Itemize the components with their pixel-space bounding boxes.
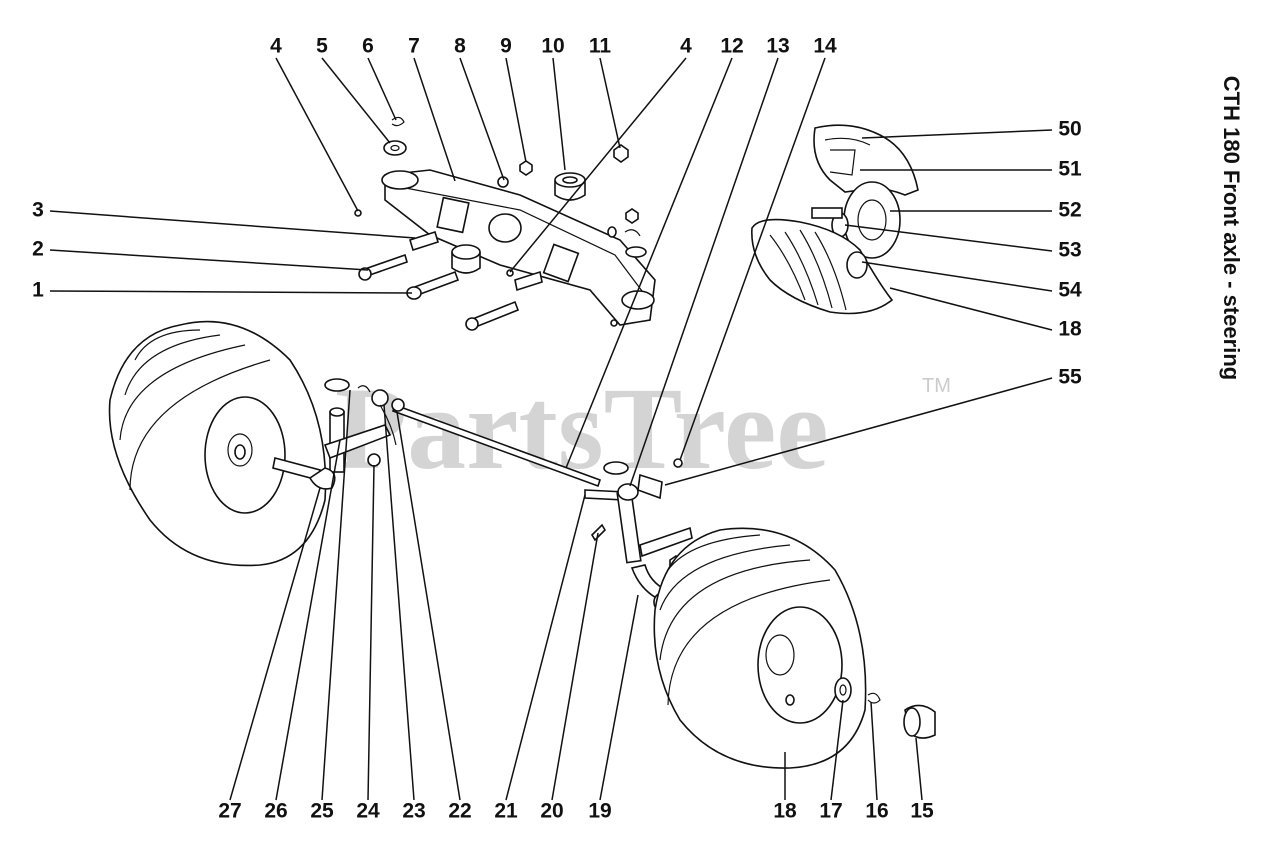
callout-12: 12 xyxy=(720,35,743,58)
small-hardware xyxy=(354,116,647,327)
callout-14: 14 xyxy=(813,35,837,58)
callout-11: 11 xyxy=(589,35,612,58)
pivot-bushing xyxy=(554,172,586,201)
callout-21: 21 xyxy=(494,800,518,823)
callout-51: 51 xyxy=(1058,158,1082,181)
callout-6: 6 xyxy=(362,35,374,58)
callout-18-bottom: 18 xyxy=(773,800,797,823)
callout-4-top-right: 4 xyxy=(680,35,692,58)
callout-55: 55 xyxy=(1058,366,1082,389)
callout-18-right: 18 xyxy=(1058,318,1082,341)
bolts-left xyxy=(358,230,543,331)
beam-spacer xyxy=(451,244,481,274)
callout-3: 3 xyxy=(32,199,44,222)
callout-5: 5 xyxy=(316,35,328,58)
callout-labels: 4 5 6 7 8 9 10 11 4 12 13 14 3 2 1 50 51… xyxy=(32,35,1082,823)
callout-1: 1 xyxy=(32,279,44,302)
callout-19: 19 xyxy=(588,800,611,823)
callout-23: 23 xyxy=(402,800,425,823)
callout-24: 24 xyxy=(356,800,380,823)
callout-53: 53 xyxy=(1058,239,1081,262)
callout-2: 2 xyxy=(32,238,44,261)
callout-27: 27 xyxy=(218,800,241,823)
callout-52: 52 xyxy=(1058,199,1081,222)
callout-17: 17 xyxy=(819,800,842,823)
exploded-tire-assembly xyxy=(751,124,919,315)
callout-54: 54 xyxy=(1058,279,1082,302)
front-axle-beam xyxy=(381,169,656,326)
callout-50: 50 xyxy=(1058,118,1081,141)
callout-4-top-left: 4 xyxy=(270,35,282,58)
callout-25: 25 xyxy=(310,800,334,823)
right-wheel xyxy=(653,527,936,769)
callout-20: 20 xyxy=(540,800,563,823)
watermark-tm: TM xyxy=(922,375,951,397)
callout-22: 22 xyxy=(448,800,471,823)
callout-10: 10 xyxy=(541,35,564,58)
callout-7: 7 xyxy=(408,35,420,58)
left-spindle xyxy=(272,378,392,490)
callout-15: 15 xyxy=(910,800,934,823)
callout-26: 26 xyxy=(264,800,287,823)
callout-16: 16 xyxy=(865,800,888,823)
left-wheel xyxy=(108,320,327,567)
callout-13: 13 xyxy=(766,35,789,58)
callout-9: 9 xyxy=(500,35,512,58)
callout-8: 8 xyxy=(454,35,466,58)
diagram-title-text: CTH 180 Front axle - steering xyxy=(1219,75,1244,381)
leader-lines xyxy=(49,57,1053,801)
